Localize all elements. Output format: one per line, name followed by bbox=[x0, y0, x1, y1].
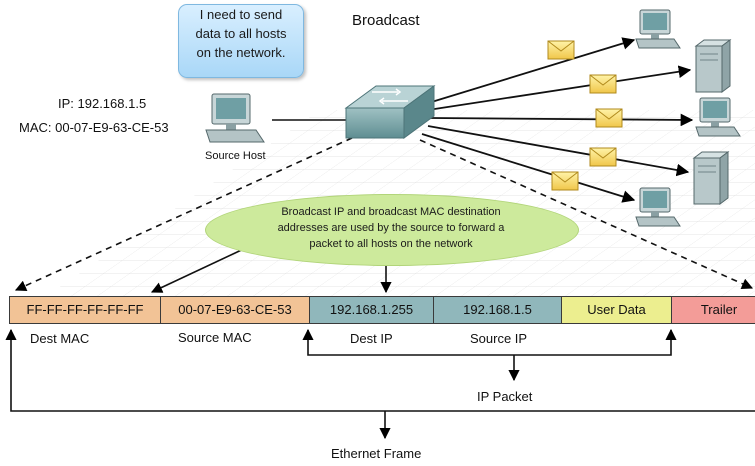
frame-field-dest-ip: 192.168.1.255 bbox=[309, 296, 434, 324]
switch-icon bbox=[344, 85, 436, 139]
ethernet-frame-bracket bbox=[5, 328, 755, 440]
frame-field-user-data: User Data bbox=[561, 296, 672, 324]
note-line: Broadcast IP and broadcast MAC destinati… bbox=[281, 206, 501, 218]
speech-bubble: I need to send data to all hosts on the … bbox=[178, 4, 304, 78]
broadcast-lines bbox=[421, 37, 694, 203]
source-pc-icon bbox=[205, 93, 265, 143]
ip-packet-label: IP Packet bbox=[477, 389, 533, 404]
caption-source-ip: Source IP bbox=[470, 331, 528, 346]
note-line: addresses are used by the source to forw… bbox=[277, 222, 505, 234]
note-text: Broadcast IP and broadcast MAC destinati… bbox=[205, 204, 577, 252]
source-mac-label: MAC: 00-07-E9-63-CE-53 bbox=[19, 120, 169, 135]
caption-source-mac: Source MAC bbox=[178, 330, 252, 345]
pc-icon bbox=[635, 9, 741, 227]
speech-line: I need to send bbox=[199, 7, 283, 22]
frame-field-dest-mac: FF-FF-FF-FF-FF-FF bbox=[9, 296, 161, 324]
frame-field-source-ip: 192.168.1.5 bbox=[433, 296, 562, 324]
ethernet-frame-label: Ethernet Frame bbox=[331, 446, 422, 461]
caption-dest-ip: Dest IP bbox=[350, 331, 393, 346]
envelope-icon bbox=[547, 40, 623, 191]
diagram-title: Broadcast bbox=[352, 12, 420, 29]
frame-field-source-mac: 00-07-E9-63-CE-53 bbox=[160, 296, 310, 324]
caption-dest-mac: Dest MAC bbox=[30, 331, 90, 346]
speech-line: on the network. bbox=[196, 45, 286, 60]
ip-packet-bracket bbox=[302, 328, 677, 382]
projection-lines bbox=[14, 137, 754, 291]
note-arrows bbox=[150, 245, 392, 294]
server-icon bbox=[692, 39, 732, 205]
note-line: packet to all hosts on the network bbox=[309, 238, 473, 250]
frame-field-trailer: Trailer bbox=[671, 296, 755, 324]
note-ellipse bbox=[205, 194, 579, 266]
source-ip-label: IP: 192.168.1.5 bbox=[58, 96, 147, 111]
speech-line: data to all hosts bbox=[195, 26, 287, 41]
source-host-label: Source Host bbox=[205, 150, 266, 162]
